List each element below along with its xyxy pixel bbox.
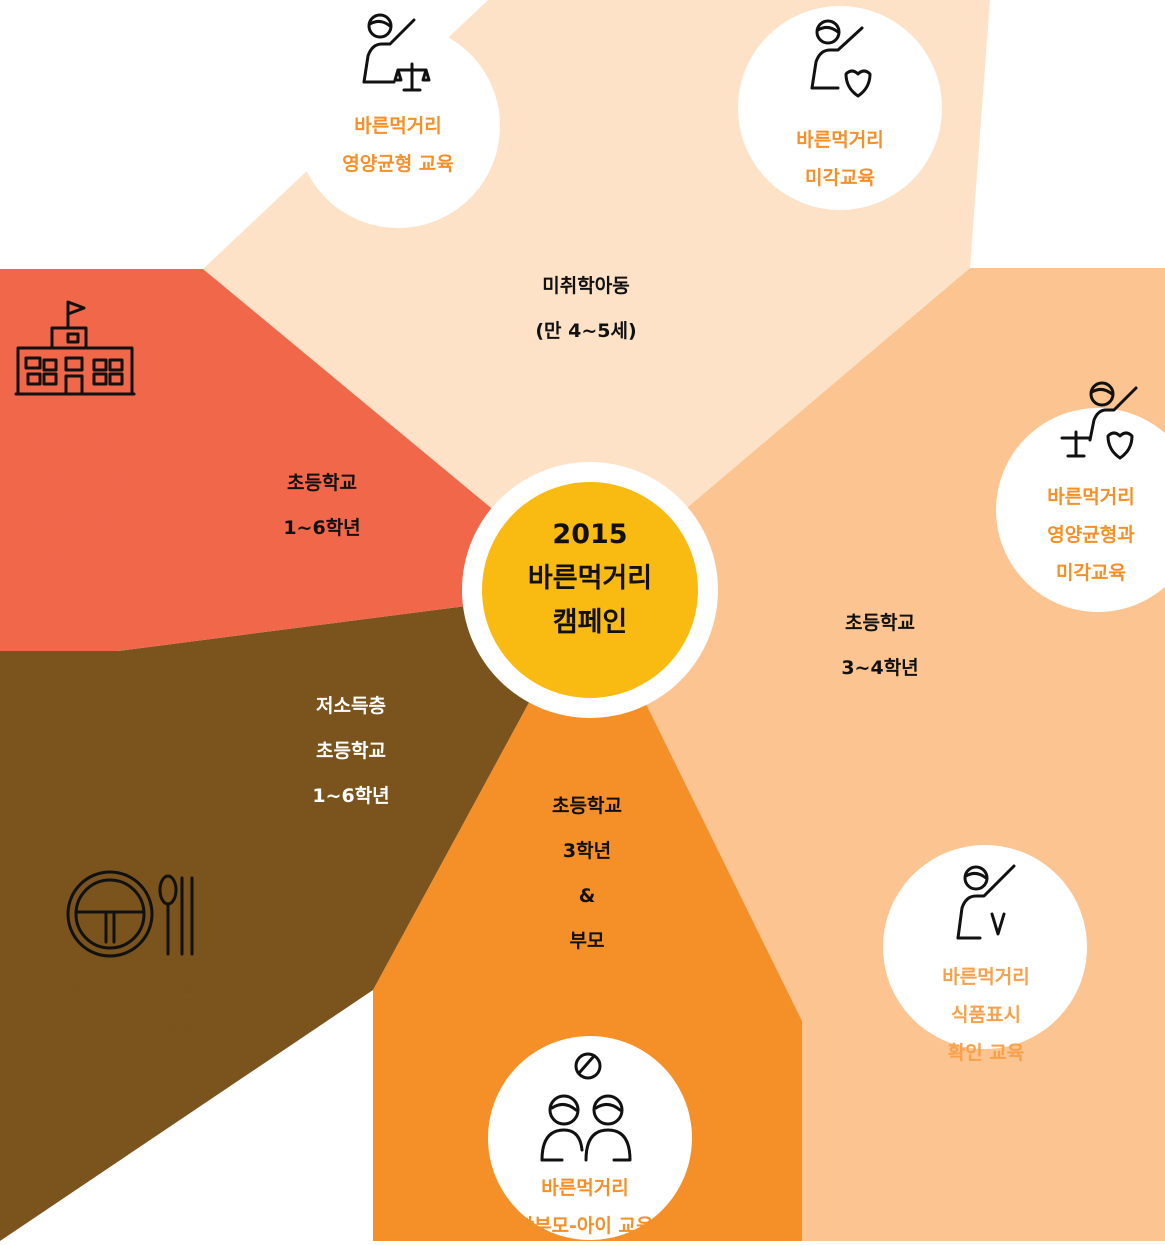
- program-line: 바른먹거리: [796, 129, 884, 151]
- program-balance-taste-label: 바른먹거리 영양균형과 미각교육: [1017, 478, 1165, 592]
- program-line: 학부모-아이 교육: [516, 1215, 654, 1237]
- program-line: 2:1:1 영양교육: [64, 1018, 196, 1040]
- program-parent-child-label: 바른먹거리 학부모-아이 교육: [475, 1169, 695, 1245]
- segment-label: 1~6학년: [312, 785, 389, 807]
- segment-label: 초등학교: [845, 612, 915, 634]
- program-balance-label: 바른먹거리 영양균형 교육: [298, 107, 498, 183]
- segment-label: 초등학교: [552, 795, 622, 817]
- segment-preschool: [203, 0, 990, 590]
- program-dream-label: 바른먹거리 드림 2:1:1 영양교육: [25, 972, 235, 1048]
- segment-grade-3-parents: [373, 590, 802, 1241]
- segment-low-income: [0, 590, 590, 1241]
- program-label-check-label: 바른먹거리 식품표시 확인 교육: [886, 958, 1086, 1072]
- segment-grade-1-6: [0, 269, 590, 651]
- program-line: 미각교육: [1056, 562, 1126, 584]
- program-line: 교육사업: [40, 508, 110, 530]
- program-line: 바른먹거리: [354, 115, 442, 137]
- program-line: 바른먹거리: [541, 1177, 629, 1199]
- teacher-scale-heart-icon: [1060, 381, 1138, 460]
- program-line: 영양균형 교육: [342, 153, 454, 175]
- teacher-check-icon: [956, 864, 1016, 940]
- segment-label: (만 4~5세): [535, 320, 636, 342]
- teacher-heart-icon: [810, 19, 872, 98]
- program-taste-label: 바른먹거리 미각교육: [740, 121, 940, 197]
- segment-label: 초등학교: [287, 472, 357, 494]
- program-line: 미각교육: [805, 167, 875, 189]
- segment-label: 부모: [570, 930, 605, 952]
- program-line: 바른먹거리: [31, 432, 119, 454]
- program-school-label: 바른먹거리 신광초등학교 교육사업 (미각교육): [0, 424, 150, 576]
- center-title-suffix: 캠페인: [553, 607, 628, 638]
- program-line: 식품표시: [951, 1004, 1021, 1026]
- segment-label: 미취학아동: [542, 275, 629, 297]
- center-title-campaign: 바른먹거리: [528, 563, 652, 594]
- program-line: (미각교육): [31, 546, 119, 568]
- program-line: 영양균형과: [1047, 524, 1135, 546]
- school-building-icon: [14, 300, 136, 396]
- program-line: 신광초등학교: [22, 470, 128, 492]
- segment-label: 3학년: [563, 840, 611, 862]
- program-line: 확인 교육: [947, 1042, 1025, 1064]
- segment-label: 초등학교: [316, 740, 386, 762]
- teacher-scale-icon: [362, 13, 431, 92]
- program-line: 바른먹거리: [942, 966, 1030, 988]
- plate-cutlery-icon: [66, 870, 194, 958]
- segment-label: 1~6학년: [283, 517, 360, 539]
- program-line: 바른먹거리: [1047, 486, 1135, 508]
- segment-grade-3-4: [590, 268, 1165, 1241]
- center-title-year: 2015: [552, 519, 627, 550]
- segment-label: 3~4학년: [841, 657, 918, 679]
- program-line: 바른먹거리 드림: [65, 980, 195, 1002]
- segment-label: 저소득층: [316, 695, 386, 717]
- segment-label: &: [579, 885, 596, 907]
- center-circle: [482, 482, 698, 698]
- parent-child-icon: [540, 1052, 632, 1162]
